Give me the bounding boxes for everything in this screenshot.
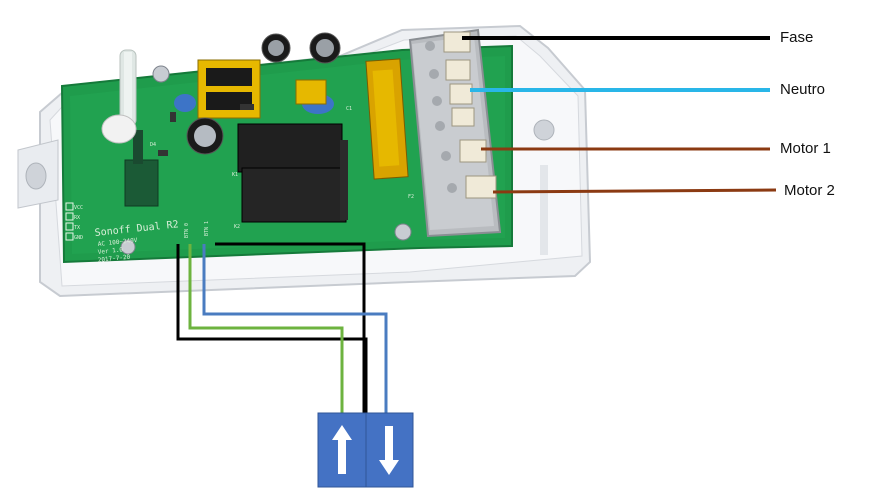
pcb-screw <box>120 239 136 255</box>
mounting-hole-right <box>533 119 555 141</box>
pcb-screw <box>152 65 170 83</box>
switch-wiring <box>176 242 388 434</box>
pcb-ref-c1: C1 <box>346 106 352 112</box>
terminal-neutro <box>449 83 473 105</box>
wire-switch-blue <box>202 244 388 420</box>
pcb-pin-vcc: VCC <box>74 205 83 211</box>
wall-switch[interactable] <box>317 412 414 488</box>
pcb-pin-gnd: GND <box>74 235 83 241</box>
pcb-screw <box>394 223 412 241</box>
wire-switch-black-common <box>215 242 366 434</box>
pcb-pin-rx: RX <box>74 215 80 221</box>
terminal-motor1 <box>459 139 487 163</box>
terminal-block <box>408 28 502 238</box>
reset-button <box>101 114 159 207</box>
wire-switch-black <box>176 244 368 434</box>
pcb-btn0: BTN 0 <box>184 223 190 238</box>
arrow-down-icon <box>379 426 399 475</box>
pcb-ref-d4: D4 <box>150 142 156 148</box>
terminal-slot <box>445 59 471 81</box>
terminal-motor2 <box>465 175 497 199</box>
terminal-fase <box>443 31 471 53</box>
pcb-pin-tx: TX <box>74 225 80 231</box>
pcb-date: 2017-7-20 <box>97 254 130 264</box>
pcb-spec: AC 100~240V <box>97 237 138 248</box>
label-motor2: Motor 2 <box>784 182 835 199</box>
wire-motor2 <box>492 188 777 194</box>
pcb-version: Ver 1.0 <box>97 246 123 256</box>
arrow-up-icon <box>332 425 352 474</box>
label-neutro: Neutro <box>780 81 826 98</box>
mounting-hole-left <box>25 162 47 190</box>
label-fase: Fase <box>780 29 814 46</box>
pcb-btn1: BTN 1 <box>204 221 210 236</box>
pcb-ref-k2: K2 <box>234 224 240 230</box>
label-motor1: Motor 1 <box>780 140 831 157</box>
pcb-ref-f2: F2 <box>408 194 414 200</box>
line-wires <box>462 36 777 194</box>
terminal-slot <box>451 107 475 127</box>
wire-switch-green <box>188 244 344 420</box>
pcb-components <box>158 32 409 223</box>
led-lightpipe <box>119 49 137 127</box>
pcb-ref-k1: K1 <box>232 172 238 178</box>
